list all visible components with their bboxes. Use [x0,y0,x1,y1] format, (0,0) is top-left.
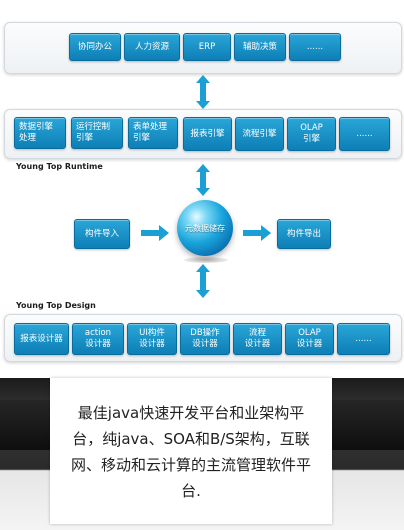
description-text: 最佳java快速开发平台和业架构平台，纯java、SOA和B/S架构，互联网、移… [70,404,311,500]
runtime-caption: Young Top Runtime [16,162,103,171]
engine-button-runtime-control[interactable]: 运行控制 引擎 [71,117,123,149]
designer-button-workflow[interactable]: 流程 设计器 [233,323,282,355]
module-button-decision[interactable]: 辅助决策 [234,33,286,61]
designer-button-ui-component[interactable]: UI构件 设计器 [127,323,177,355]
double-arrow-vertical-icon [196,75,210,109]
designer-button-more[interactable]: ...... [337,323,390,355]
component-import-button[interactable]: 构件导入 [74,219,130,249]
orb-shadow [184,257,228,263]
engine-button-olap[interactable]: OLAP 引擎 [287,117,336,151]
module-button-hr[interactable]: 人力资源 [124,33,180,61]
arrow-right-icon [141,225,169,241]
module-button-oa[interactable]: 协同办公 [69,33,121,61]
module-button-erp[interactable]: ERP [183,33,231,61]
engine-button-more[interactable]: ...... [339,117,390,151]
double-arrow-vertical-icon [196,164,210,196]
engine-button-workflow[interactable]: 流程引擎 [235,117,284,151]
double-arrow-vertical-icon [196,264,210,298]
engine-button-data[interactable]: 数据引擎 处理 [14,117,66,149]
design-caption: Young Top Design [16,301,96,310]
module-button-more[interactable]: ...... [289,33,341,61]
description-card: 最佳java快速开发平台和业架构平台，纯java、SOA和B/S架构，互联网、移… [50,378,332,524]
metadata-storage-orb[interactable]: 元数据储存 [177,200,233,256]
designer-button-action[interactable]: action 设计器 [72,323,124,355]
designer-button-olap[interactable]: OLAP 设计器 [285,323,334,355]
orb-label: 元数据储存 [185,223,225,233]
arrow-right-icon [243,225,271,241]
engine-button-form[interactable]: 表单处理 引擎 [128,117,178,149]
component-export-button[interactable]: 构件导出 [277,219,331,249]
designer-button-db-operation[interactable]: DB操作 设计器 [180,323,230,355]
designer-button-report[interactable]: 报表设计器 [14,323,69,355]
engine-button-report[interactable]: 报表引擎 [183,117,232,151]
